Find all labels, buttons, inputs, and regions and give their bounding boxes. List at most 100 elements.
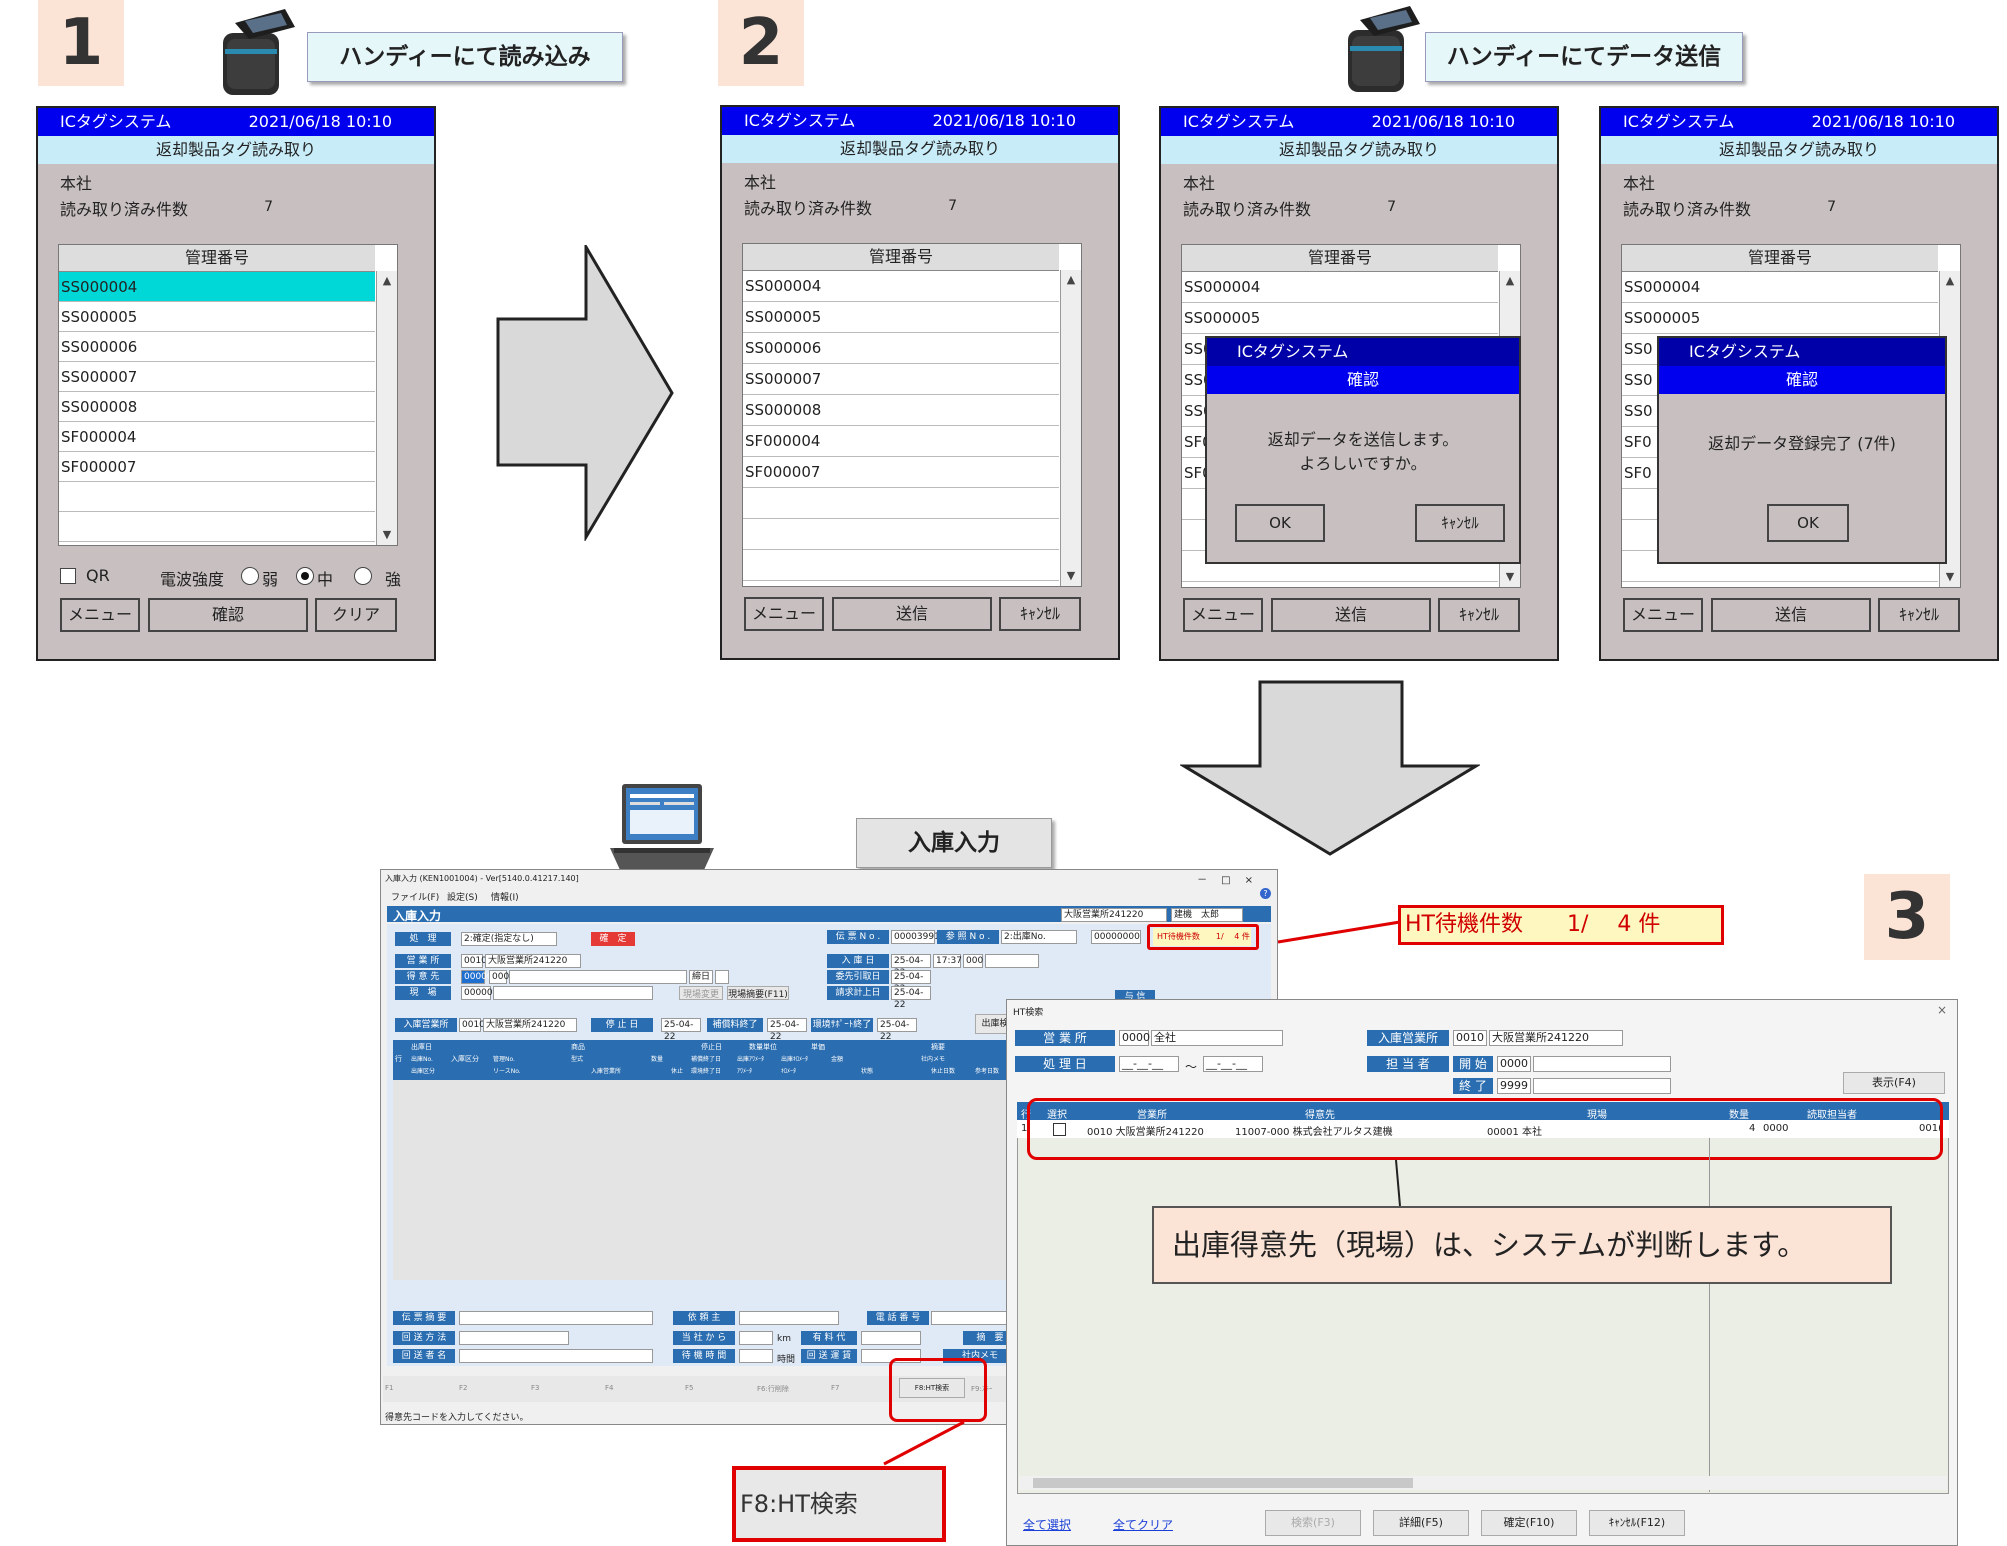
nyuko-eigyo-code[interactable]: 0010 — [1453, 1030, 1487, 1046]
list-item[interactable]: SS000004 — [1622, 272, 1938, 303]
list-item[interactable]: SF000004 — [743, 426, 1059, 457]
cancel-button[interactable]: ｷｬﾝｾﾙ — [1438, 598, 1520, 632]
scroll-down-icon[interactable]: ▼ — [1066, 569, 1076, 582]
menu-button[interactable]: メニュー — [1183, 598, 1263, 632]
menu-button[interactable]: メニュー — [60, 598, 140, 632]
date-to-input[interactable]: __-__-__ — [1203, 1056, 1263, 1072]
list-item[interactable]: SS000004 — [59, 272, 375, 302]
grid-body[interactable] — [393, 1080, 1017, 1280]
eigyo-code[interactable]: 0000 — [1119, 1030, 1150, 1046]
list-item[interactable]: SS000007 — [743, 364, 1059, 395]
list-item-empty[interactable] — [59, 512, 375, 542]
fkey-f3[interactable]: F3 — [531, 1384, 540, 1392]
fkey-f4[interactable]: F4 — [605, 1384, 614, 1392]
table-row[interactable] — [1017, 1120, 1949, 1138]
list-scrollbar[interactable]: ▲ ▼ — [1060, 270, 1081, 586]
seikyu-date[interactable]: 25-04-22 — [891, 986, 931, 1010]
list-item-empty[interactable] — [59, 482, 375, 512]
clear-button[interactable]: クリア — [315, 598, 397, 632]
sansho-number[interactable]: 00000000 — [1091, 930, 1141, 944]
send-button[interactable]: 送信 — [1711, 598, 1871, 632]
yuryodai-field[interactable] — [861, 1331, 921, 1345]
detail-button[interactable]: 詳細(F5) — [1373, 1510, 1469, 1536]
scroll-up-icon[interactable]: ▲ — [382, 274, 392, 287]
kaiso-field[interactable] — [459, 1331, 569, 1345]
shuryo-input[interactable]: 9999 — [1497, 1078, 1531, 1094]
handy-tag-list[interactable]: 管理番号 SS000004 SS000005 SS000006 SS000007… — [58, 244, 398, 546]
list-item[interactable]: SS000004 — [743, 271, 1059, 302]
irai-field[interactable] — [739, 1311, 839, 1325]
scroll-up-icon[interactable]: ▲ — [1066, 273, 1076, 286]
scroll-down-icon[interactable]: ▼ — [1945, 570, 1955, 583]
horizontal-scrollbar[interactable] — [1019, 1476, 1947, 1490]
nyuko-date[interactable]: 25-04-22 — [891, 954, 931, 978]
list-item[interactable]: SS000008 — [743, 395, 1059, 426]
results-grid[interactable] — [1017, 1102, 1949, 1494]
help-icon[interactable]: ? — [1260, 888, 1271, 899]
date-from-input[interactable]: __-__-__ — [1119, 1056, 1179, 1072]
tokui-sub-input[interactable]: 000 — [489, 970, 509, 984]
list-item-empty[interactable] — [743, 519, 1059, 550]
genba-change-button[interactable]: 現場変更 — [679, 986, 723, 1000]
list-item[interactable]: SS000005 — [1622, 303, 1938, 334]
fkey-f9[interactable]: F9:ｽﾃｰ — [971, 1385, 993, 1393]
hikitori-date[interactable]: 25-04-22 — [891, 970, 931, 994]
kaisosha-field[interactable] — [459, 1349, 653, 1363]
denpyo-field[interactable]: 00003991 — [891, 930, 940, 944]
list-item-empty[interactable] — [743, 488, 1059, 519]
nyuko-eigyo-code[interactable]: 0010 — [459, 1018, 485, 1032]
nyuko-extra[interactable] — [985, 954, 1039, 968]
fkey-f2[interactable]: F2 — [459, 1384, 468, 1392]
handy-tag-list[interactable]: 管理番号 SS000004 SS000005 SS000006 SS000007… — [742, 243, 1082, 587]
kaishi-input[interactable]: 0000 — [1497, 1056, 1531, 1072]
confirm-button[interactable]: 確認 — [148, 598, 308, 632]
list-item[interactable]: SS000008 — [59, 392, 375, 422]
menu-settings[interactable]: 設定(S) — [447, 893, 478, 903]
scroll-down-icon[interactable]: ▼ — [1505, 570, 1515, 583]
cancel-button[interactable]: ｷｬﾝｾﾙ(F12) — [1589, 1510, 1685, 1536]
cancel-button[interactable]: ｷｬﾝｾﾙ — [1878, 598, 1960, 632]
radio-weak[interactable] — [241, 567, 259, 585]
dialog-cancel-button[interactable]: ｷｬﾝｾﾙ — [1415, 504, 1505, 542]
denwa-field[interactable] — [931, 1311, 1011, 1325]
hosho-date[interactable]: 25-04-22 — [767, 1018, 807, 1042]
search-button[interactable]: 検索(F3) — [1265, 1510, 1361, 1536]
send-button[interactable]: 送信 — [832, 597, 992, 631]
tokui-code-input[interactable]: 00000 — [461, 970, 493, 984]
list-item[interactable]: SS000004 — [1182, 272, 1498, 303]
fkey-f7[interactable]: F7 — [831, 1384, 840, 1392]
row-select-checkbox[interactable] — [1053, 1123, 1066, 1136]
fkey-f1[interactable]: F1 — [385, 1384, 394, 1392]
menu-file[interactable]: ファイル(F) — [391, 893, 440, 903]
dialog-ok-button[interactable]: OK — [1235, 504, 1325, 542]
cancel-button[interactable]: ｷｬﾝｾﾙ — [999, 597, 1081, 631]
denpyo-tekiyo-field[interactable] — [459, 1311, 653, 1325]
confirm-button[interactable]: 確定(F10) — [1481, 1510, 1577, 1536]
list-item[interactable]: SF000007 — [59, 452, 375, 482]
nyuko-num[interactable]: 000 — [963, 954, 983, 968]
list-item[interactable]: SS000006 — [59, 332, 375, 362]
eigyo-code[interactable]: 0010 — [461, 954, 487, 968]
menu-info[interactable]: 情報(I) — [491, 893, 519, 903]
list-item[interactable]: SF000007 — [743, 457, 1059, 488]
fkey-f8-ht-search-button[interactable]: F8:HT検索 — [899, 1378, 965, 1398]
fkey-f6[interactable]: F6:行削除 — [757, 1385, 789, 1393]
close-icon[interactable]: × — [1936, 1003, 1947, 1017]
list-item[interactable]: SS000006 — [743, 333, 1059, 364]
clear-all-link[interactable]: 全てクリア — [1113, 1518, 1174, 1532]
toshakara-field[interactable] — [739, 1331, 773, 1345]
nyuko-time[interactable]: 17:37 — [933, 954, 962, 968]
list-item[interactable]: SS000005 — [59, 302, 375, 332]
list-item[interactable]: SS000005 — [743, 302, 1059, 333]
taiki-field[interactable] — [739, 1349, 773, 1363]
select-all-link[interactable]: 全て選択 — [1023, 1518, 1072, 1532]
menu-button[interactable]: メニュー — [744, 597, 824, 631]
genba-code[interactable]: 00000 — [461, 986, 493, 1000]
list-item-empty[interactable] — [1182, 551, 1498, 582]
window-controls-icon[interactable]: －□× — [1197, 875, 1267, 886]
scroll-up-icon[interactable]: ▲ — [1945, 274, 1955, 287]
scroll-down-icon[interactable]: ▼ — [382, 528, 392, 541]
scroll-up-icon[interactable]: ▲ — [1505, 274, 1515, 287]
list-item[interactable]: SS000005 — [1182, 303, 1498, 334]
menu-button[interactable]: メニュー — [1623, 598, 1703, 632]
